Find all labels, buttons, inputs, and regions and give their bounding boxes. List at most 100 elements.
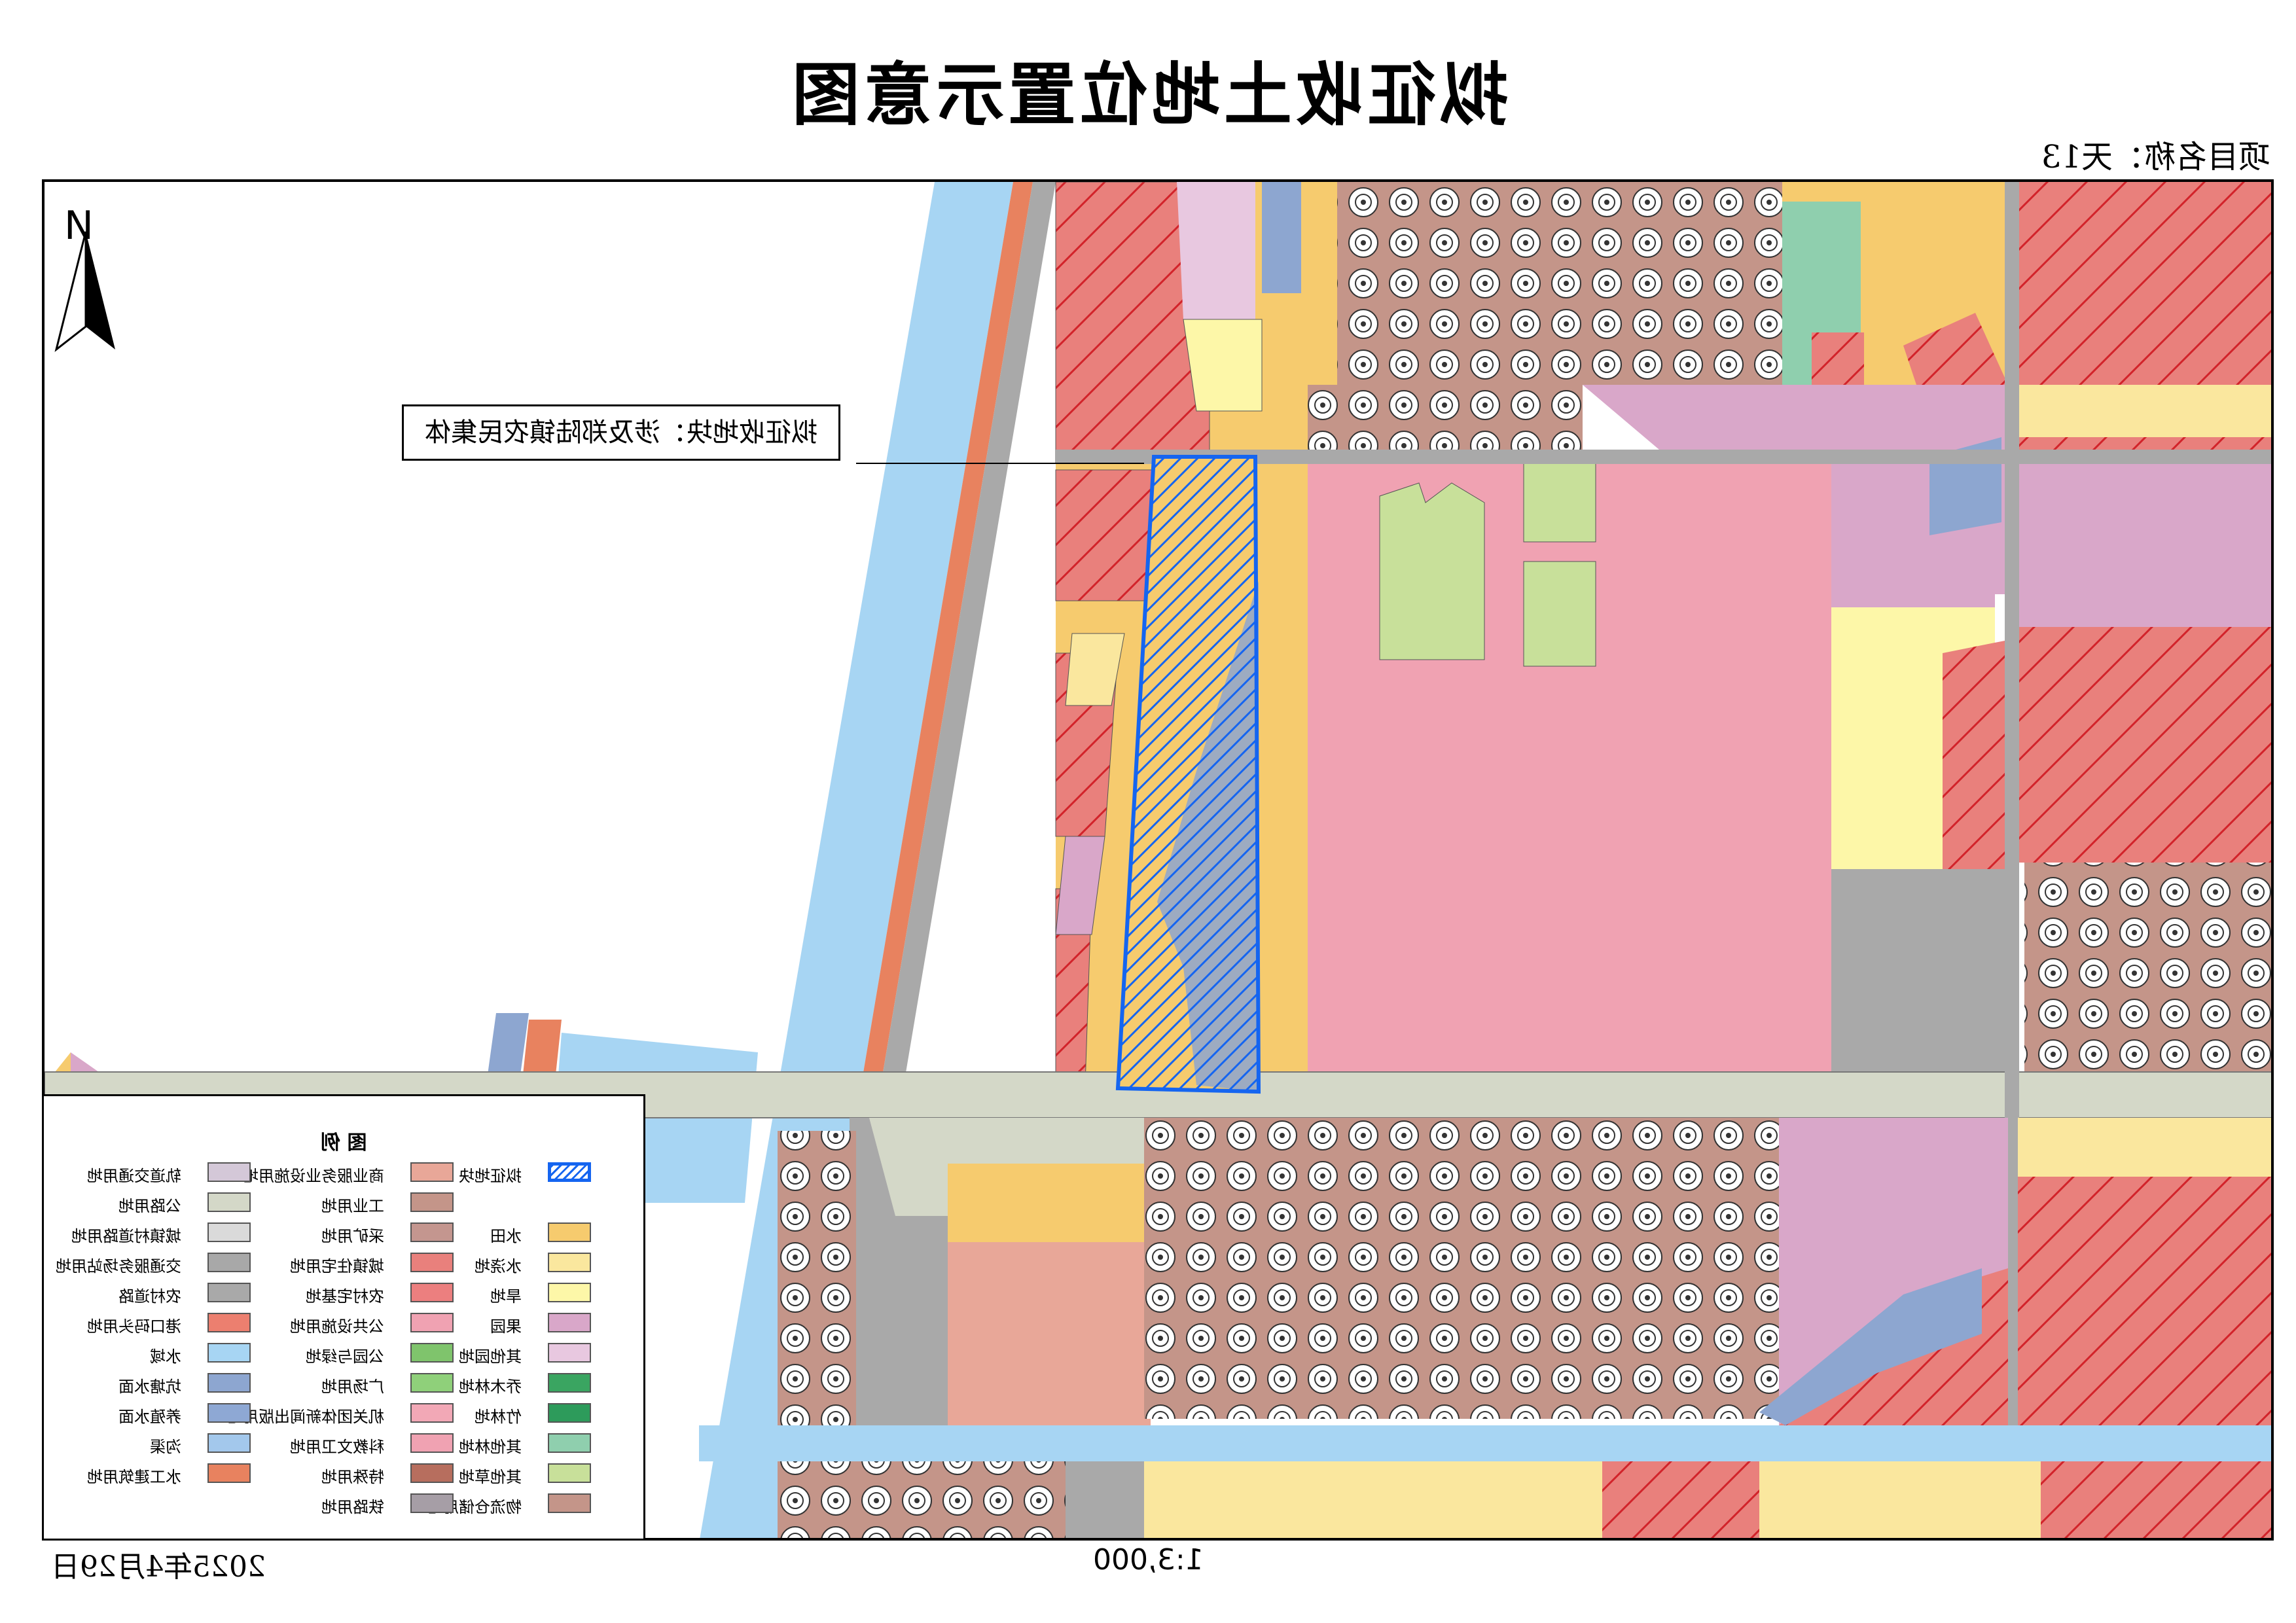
legend-item: 农村宅基地 (44, 1279, 647, 1306)
legend-swatch (207, 1463, 251, 1483)
map-date: 2025年4月29日 (51, 1543, 266, 1585)
legend-swatch (548, 1162, 591, 1182)
legend-label: 沟渠 (150, 1434, 181, 1457)
legend-box: 图 例 拟征地块水田水浇地旱地果园其他园地乔木林地竹林地其他林地其他草地物流仓储… (42, 1094, 645, 1541)
legend-label: 水域 (150, 1344, 181, 1366)
legend-item: 旱地 (44, 1279, 647, 1306)
legend-item: 竹林地 (44, 1400, 647, 1426)
legend-swatch (207, 1192, 251, 1212)
legend-label-text: 农村道路 (118, 1287, 181, 1306)
legend-swatch (207, 1283, 251, 1302)
legend-item: 坑塘水面 (44, 1370, 647, 1396)
legend-label-text: 沟渠 (150, 1438, 181, 1456)
legend-item: 水浇地 (44, 1249, 647, 1275)
south-strip-house (1602, 1461, 1759, 1538)
south-canal (699, 1425, 2271, 1461)
legend-swatch (207, 1343, 251, 1363)
legend-label: 养殖水面 (118, 1404, 181, 1427)
map-title: 拟征收土地位置示意图 (0, 39, 2296, 138)
legend-label-text: 坑塘水面 (118, 1378, 181, 1396)
legend-item: 其他林地 (44, 1430, 647, 1456)
legend-swatch (548, 1253, 591, 1272)
map-frame (42, 179, 2274, 1541)
legend-swatch (410, 1313, 454, 1332)
school-green-3 (1523, 561, 1596, 667)
legend-label-text: 轨道交通用地 (87, 1167, 181, 1185)
legend-item: 城镇村道路用地 (44, 1219, 647, 1245)
legend-item: 沟渠 (44, 1430, 647, 1456)
legend-swatch (410, 1463, 454, 1483)
legend-label-text: 养殖水面 (118, 1408, 181, 1426)
parcel-callout-text: 拟征收地块：涉及郑陆镇农民集体 (425, 418, 817, 448)
legend-swatch (410, 1343, 454, 1363)
legend-item: 铁路用地 (44, 1490, 647, 1516)
map-date-text: 2025年4月29日 (51, 1550, 266, 1584)
legend-swatch (410, 1222, 454, 1242)
legend-item: 拟征地块 (44, 1159, 647, 1185)
legend-label: 港口码头用地 (87, 1313, 181, 1336)
legend-item: 交通服务场站用地 (44, 1249, 647, 1275)
legend-item: 科教文卫用地 (44, 1430, 647, 1456)
legend-swatch (410, 1162, 454, 1182)
legend-swatch (207, 1162, 251, 1182)
parcel-callout: 拟征收地块：涉及郑陆镇农民集体 (402, 404, 840, 461)
west-garden (1177, 182, 1255, 319)
map-scale-text: 1:3,000 (1092, 1543, 1204, 1577)
legend-label: 公路用地 (118, 1193, 181, 1216)
project-name: 项目名称：天13 (2041, 131, 2270, 177)
legend-item: 特殊用地 (44, 1460, 647, 1486)
legend-swatch (548, 1343, 591, 1363)
legend-item: 轨道交通用地 (44, 1159, 647, 1185)
legend-swatch (548, 1433, 591, 1453)
east-house (1943, 640, 2008, 869)
school-green-2 (1523, 456, 1596, 543)
legend-swatch (207, 1253, 251, 1272)
legend-title: 图 例 (44, 1126, 643, 1155)
legend-swatch (548, 1403, 591, 1423)
map-title-text: 拟征收土地位置示意图 (787, 54, 1508, 135)
legend-label-text: 城镇村道路用地 (71, 1227, 181, 1245)
legend-label-text: 港口码头用地 (87, 1317, 181, 1336)
legend-label-text: 铁路用地 (321, 1498, 384, 1516)
legend-item: 其他草地 (44, 1460, 647, 1486)
legend-swatch (410, 1433, 454, 1453)
legend-swatch (548, 1373, 591, 1393)
east-road (2005, 182, 2019, 1538)
legend-swatch (207, 1373, 251, 1393)
legend-swatch (410, 1403, 454, 1423)
legend-label: 水工建筑用地 (87, 1464, 181, 1487)
legend-label: 铁路用地 (321, 1494, 384, 1517)
legend-item: 港口码头用地 (44, 1310, 647, 1336)
south-far-east-house (2018, 1177, 2271, 1425)
legend-label: 坑塘水面 (118, 1374, 181, 1397)
legend-item: 广场用地 (44, 1370, 647, 1396)
legend-item: 采矿用地 (44, 1219, 647, 1245)
legend-item: 工业用地 (44, 1189, 647, 1215)
legend-swatch (207, 1403, 251, 1423)
legend-swatch (410, 1373, 454, 1393)
legend-item: 其他园地 (44, 1340, 647, 1366)
legend-swatch (207, 1313, 251, 1332)
legend-item: 果园 (44, 1310, 647, 1336)
legend-swatch (410, 1283, 454, 1302)
legend-swatch (410, 1192, 454, 1212)
legend-item: 水域 (44, 1340, 647, 1366)
west-orchard (1055, 836, 1105, 935)
legend-label: 城镇村道路用地 (71, 1223, 181, 1246)
legend-item: 水田 (44, 1219, 647, 1245)
ne-house-small (1812, 332, 1864, 385)
west-dry (1183, 319, 1263, 412)
legend-item: 机关团体新闻出版用地 (44, 1400, 647, 1426)
legend-swatch (548, 1313, 591, 1332)
north-arrow-icon (54, 231, 115, 352)
legend-item: 水工建筑用地 (44, 1460, 647, 1486)
legend-item: 乔木林地 (44, 1370, 647, 1396)
legend-swatch (207, 1222, 251, 1242)
school-green-1 (1379, 482, 1485, 660)
legend-label: 农村道路 (118, 1283, 181, 1306)
legend-item: 城镇住宅用地 (44, 1249, 647, 1275)
north-pond (1262, 182, 1301, 293)
map-scale: 1:3,000 (0, 1543, 2296, 1577)
legend-item: 公共设施用地 (44, 1310, 647, 1336)
